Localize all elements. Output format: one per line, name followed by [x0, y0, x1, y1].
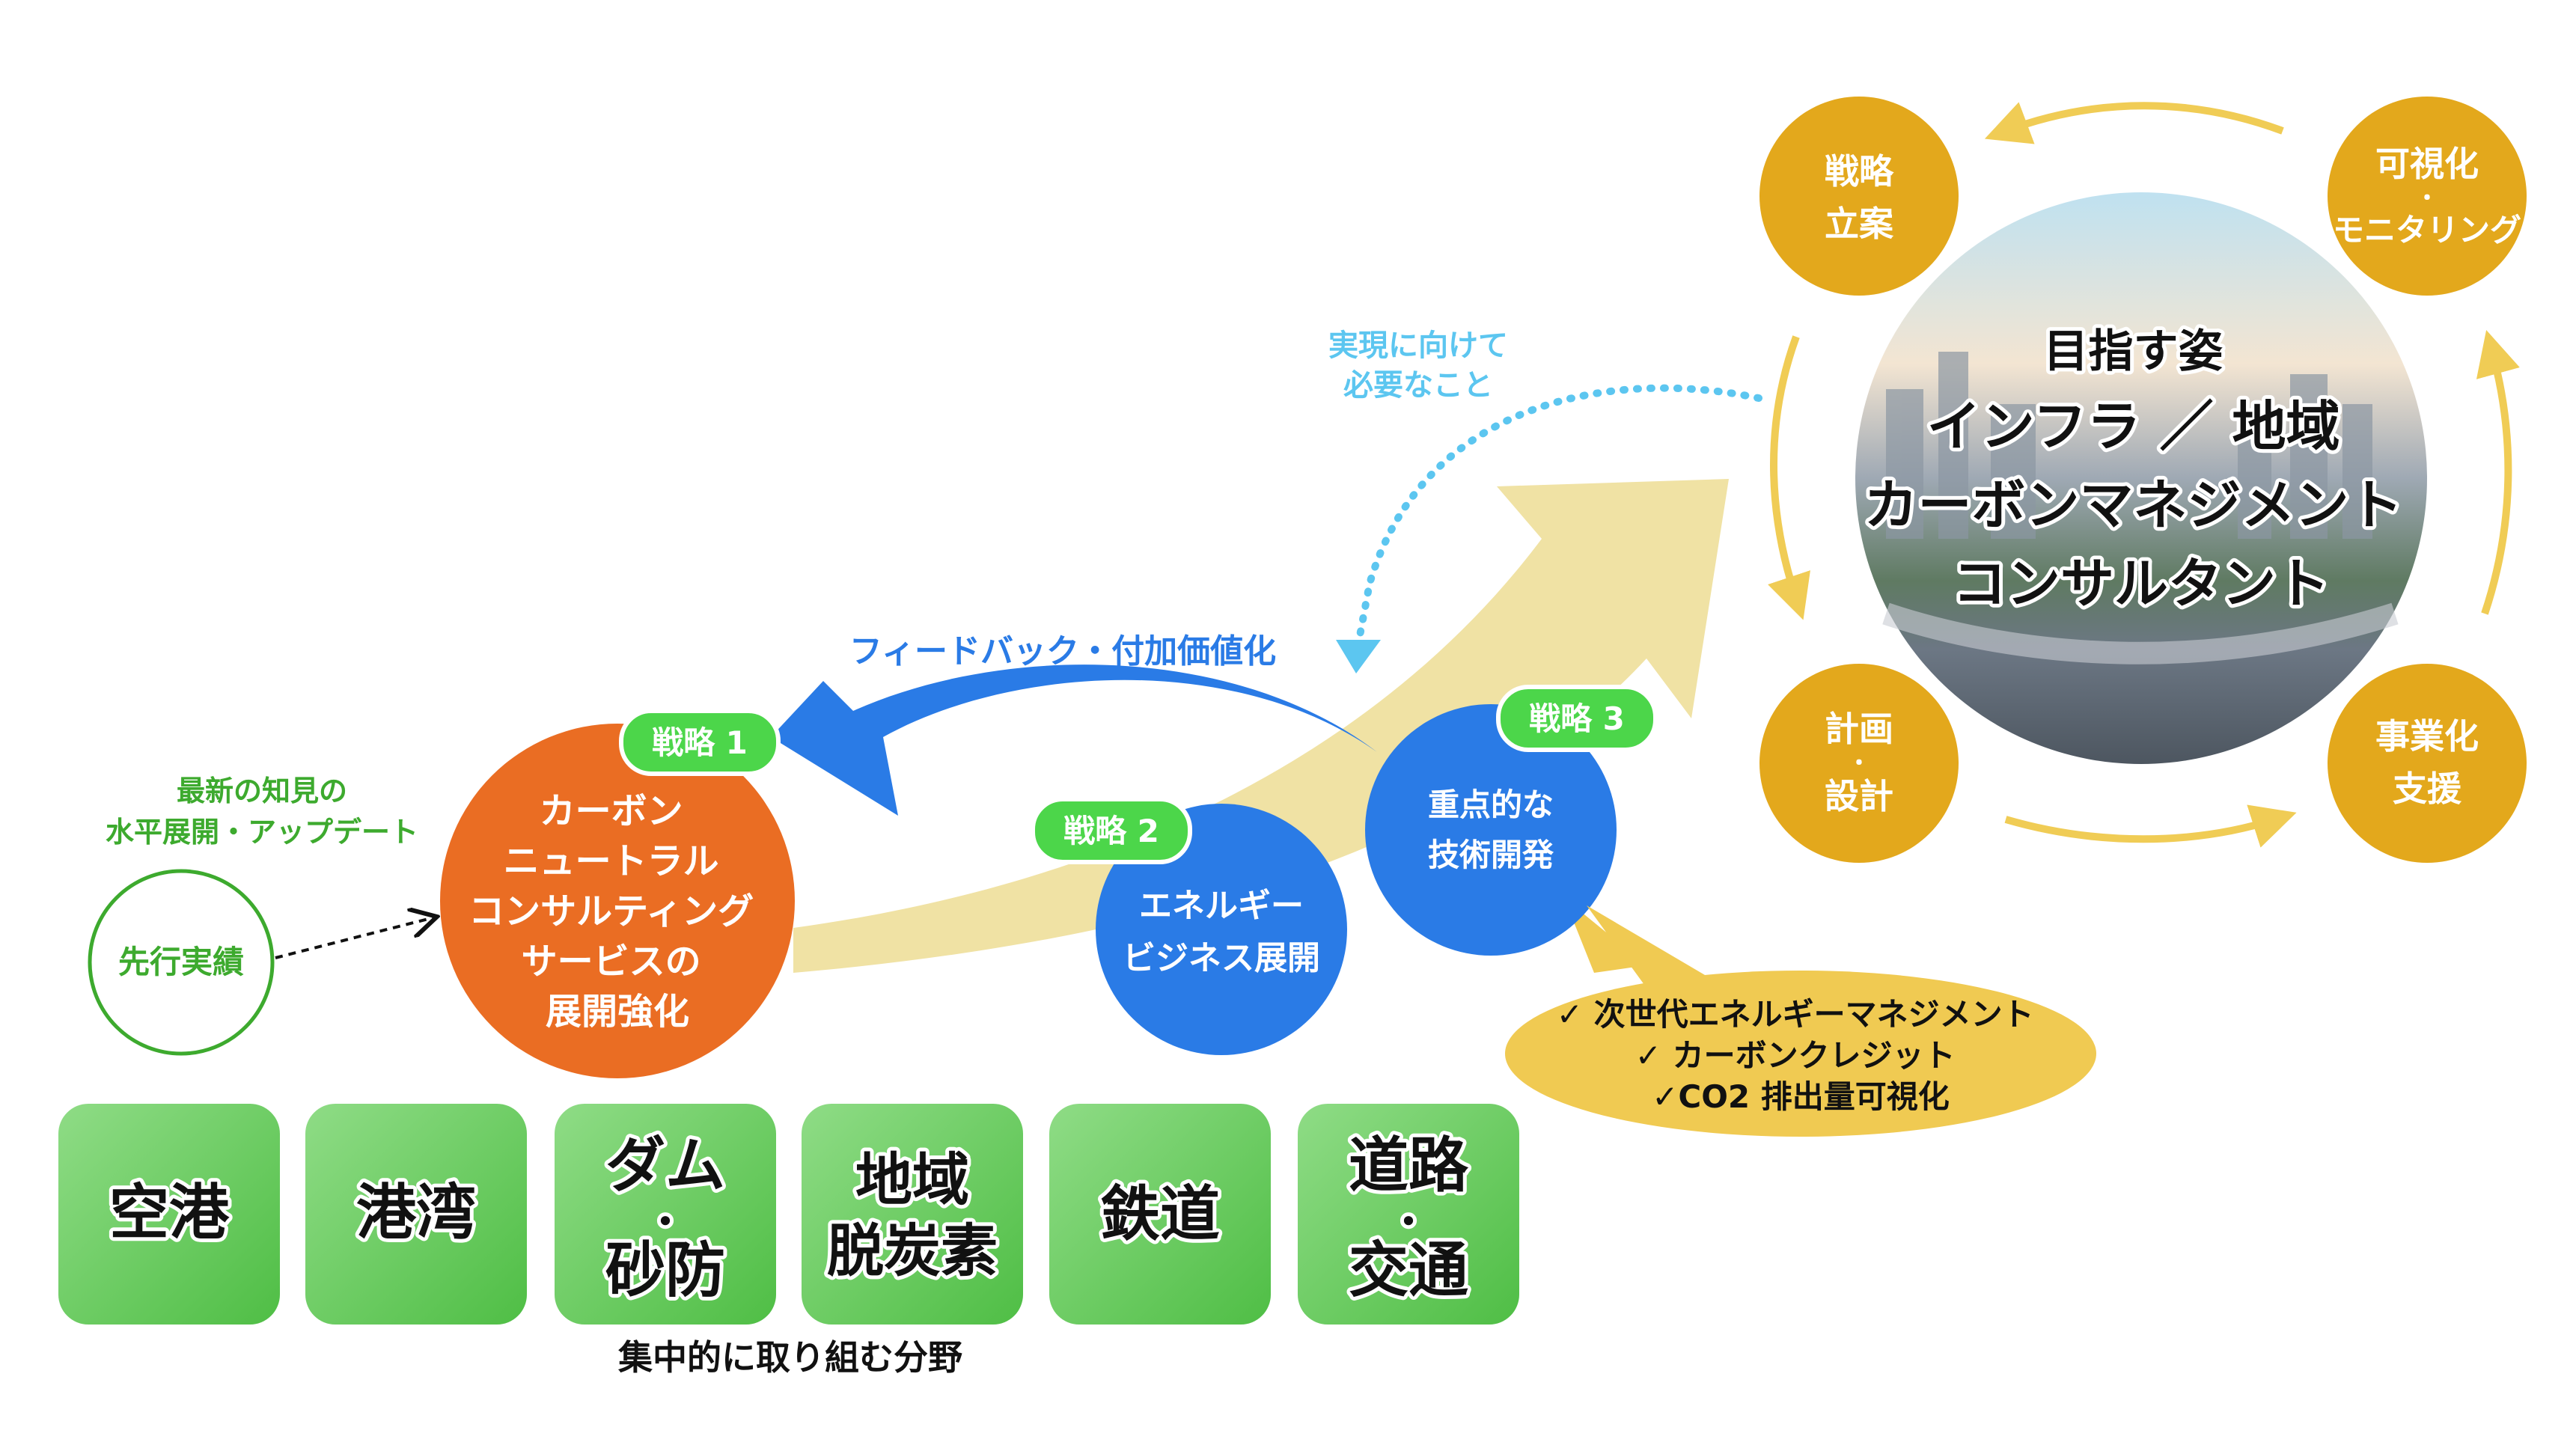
- tile-road-traffic: 道路・交通: [1298, 1104, 1519, 1325]
- cycle-node-visualization: 可視化・モニタリング: [2328, 97, 2527, 296]
- realization-label: 実現に向けて必要なこと: [1328, 329, 1508, 403]
- tile-dam: ダム・砂防: [555, 1104, 776, 1325]
- prior-results-circle: 先行実績: [88, 869, 275, 1056]
- svg-text:空港: 空港: [109, 1178, 230, 1247]
- strategy-2: エネルギービジネス展開 戦略 2: [1031, 797, 1347, 1055]
- strategy-3-badge: [1496, 685, 1658, 752]
- svg-text:先行実績: 先行実績: [118, 944, 244, 980]
- cycle-node-strategy-planning: 戦略立案: [1759, 97, 1959, 296]
- svg-text:道路・交通: 道路・交通: [1349, 1131, 1469, 1305]
- strategy-2-badge: [1031, 797, 1192, 864]
- svg-text:カーボン ニュートラル コンサルティ: カーボン ニュートラル コンサルティング サービスの 展開強化: [468, 790, 766, 1033]
- strategy-1-badge: [619, 709, 781, 776]
- goal-title: 目指す姿: [2044, 326, 2224, 378]
- goal-line: コンサルタント: [1953, 552, 2330, 615]
- cycle-node-planning-design: 計画・設計: [1759, 664, 1959, 863]
- svg-text:事業化支援: 事業化支援: [2375, 716, 2479, 809]
- feedback-label: フィードバック・付加価値化: [849, 632, 1276, 670]
- svg-text:港湾: 港湾: [356, 1178, 476, 1247]
- feedback-arrow: [771, 664, 1377, 816]
- tile-port: 港湾: [305, 1104, 527, 1325]
- cycle-arrows: [1768, 102, 2520, 848]
- goal-line: カーボンマネジメント: [1864, 474, 2403, 537]
- svg-text:戦略立案: 戦略立案: [1825, 151, 1894, 244]
- tile-airport: 空港: [58, 1104, 280, 1325]
- realization-arrowhead: [1336, 640, 1381, 673]
- svg-text:戦略 2: 戦略 2: [1063, 813, 1159, 849]
- goal-line: インフラ ／ 地域: [1927, 395, 2340, 458]
- svg-text:重点的な技術開発: 重点的な技術開発: [1428, 786, 1554, 873]
- strategy-3: 重点的な技術開発 戦略 3: [1365, 685, 1658, 973]
- knowledge-label: 最新の知見の水平展開・アップデート: [106, 775, 418, 849]
- fields-caption: 集中的に取り組む分野: [617, 1337, 962, 1378]
- strategy-1: カーボン ニュートラル コンサルティング サービスの 展開強化 戦略 1: [440, 709, 795, 1078]
- tile-regional-decarbonization: 地域脱炭素: [802, 1104, 1023, 1325]
- svg-text:戦略 1: 戦略 1: [652, 724, 748, 761]
- cycle-node-commercialization: 事業化支援: [2328, 664, 2527, 863]
- tech-bubble: ✓ 次世代エネルギーマネジメント ✓ カーボンクレジット ✓CO2 排出量可視化: [1505, 905, 2096, 1137]
- tile-railway: 鉄道: [1049, 1104, 1271, 1325]
- svg-text:地域脱炭素: 地域脱炭素: [827, 1146, 998, 1284]
- progress-arrow: [793, 479, 1729, 973]
- svg-text:✓ 次世代エネルギーマネジメント ✓ カーボンク: ✓ 次世代エネルギーマネジメント ✓ カーボンクレジット ✓CO2 排出量可視化: [1557, 996, 2045, 1115]
- dashed-arrow: [275, 917, 434, 959]
- field-tiles: 空港 港湾 ダム・砂防 地域脱炭素 鉄道 道路・交通: [58, 1104, 1519, 1325]
- svg-text:エネルギービジネス展開: エネルギービジネス展開: [1123, 887, 1320, 977]
- svg-text:鉄道: 鉄道: [1100, 1179, 1220, 1249]
- svg-text:戦略 3: 戦略 3: [1529, 700, 1625, 737]
- svg-text:計画・設計: 計画・設計: [1825, 709, 1893, 816]
- svg-text:可視化・モニタリング: 可視化・モニタリング: [2333, 144, 2521, 248]
- realization-dotted-arrow: [1355, 384, 1762, 647]
- svg-text:目指す姿 インフラ ／ 地域 カーボ: 目指す姿 インフラ ／ 地域 カーボンマネジメント コンサルタント: [1864, 326, 2419, 615]
- svg-text:ダム・砂防: ダム・砂防: [605, 1131, 725, 1305]
- goal-circle: 目指す姿 インフラ ／ 地域 カーボンマネジメント コンサルタント: [1855, 192, 2427, 764]
